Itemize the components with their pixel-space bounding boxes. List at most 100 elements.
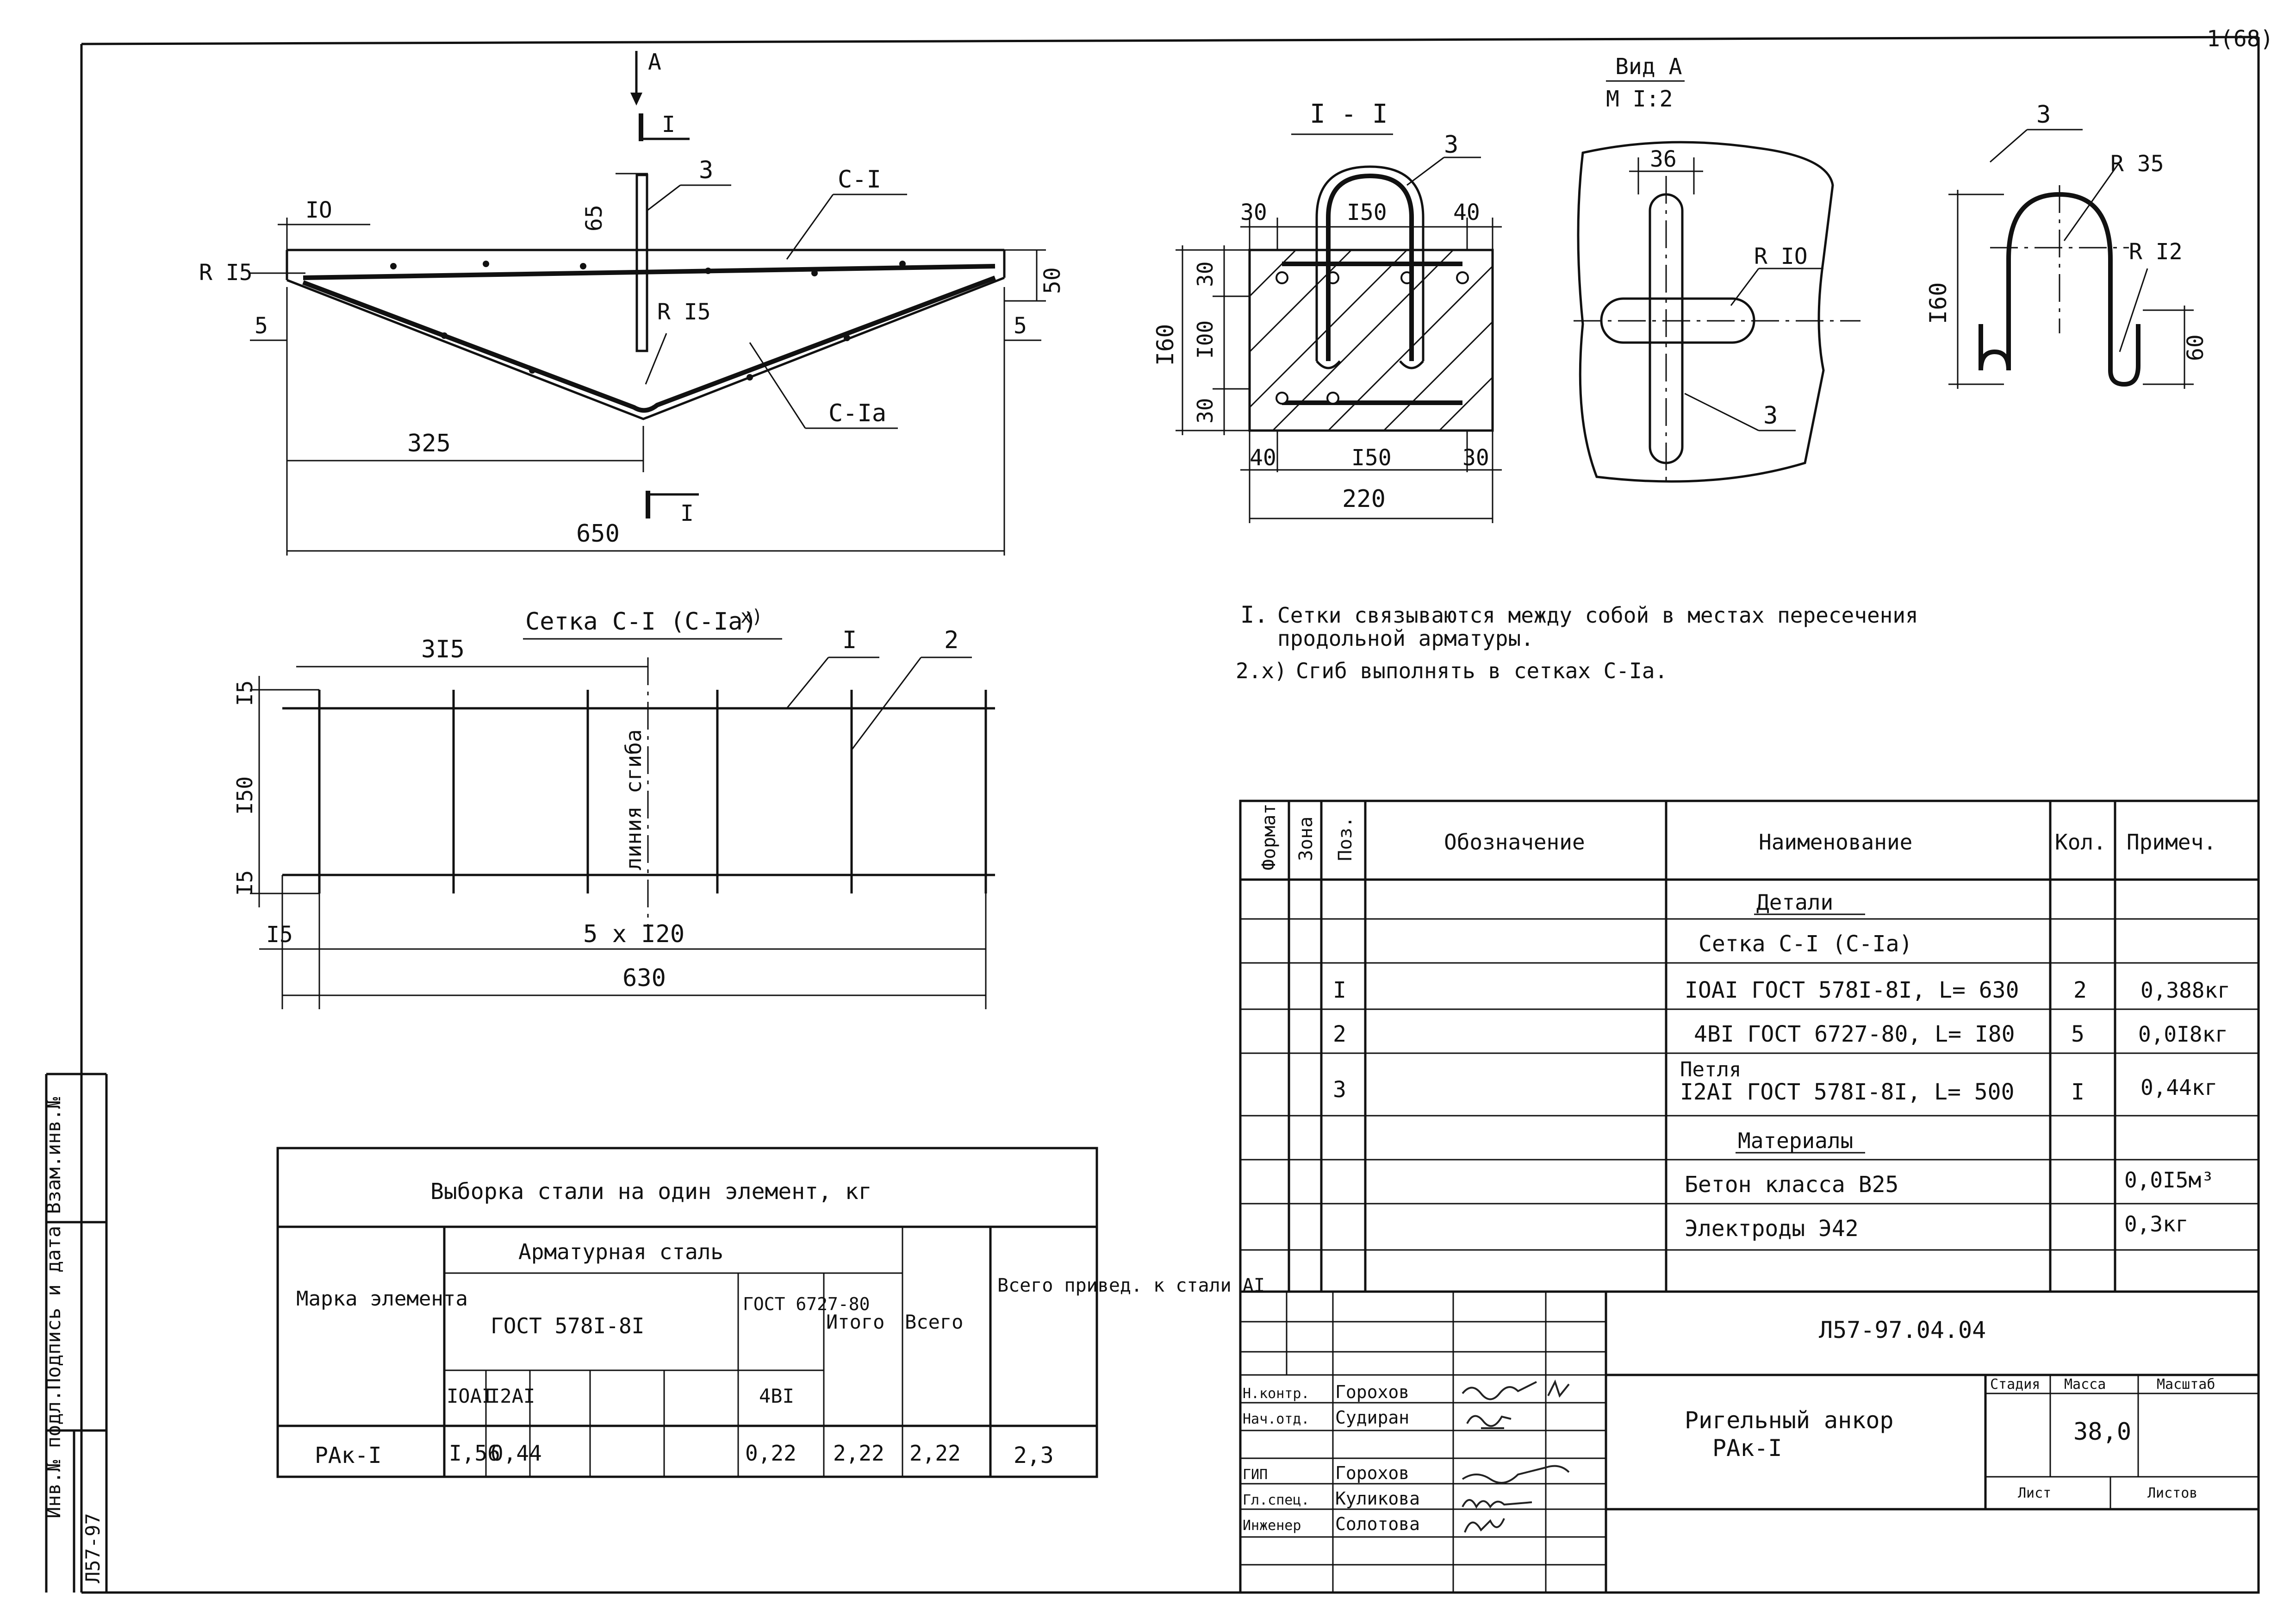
spec-header-qty: Кол. (2055, 830, 2106, 855)
steel-total-header: Всего привед. к стали AI (997, 1275, 1265, 1296)
side-stamp: Инв.№ подл.Подпись и дата Взам.инв.№ Л57… (42, 1073, 108, 1593)
title-name-2: РАк-I (1712, 1435, 1782, 1462)
loop-pos-3: 3 (2036, 101, 2051, 129)
spec-row-5-name: Материалы (1738, 1128, 1853, 1153)
elevation-dim-10: IO (305, 197, 332, 223)
view-a-scale: М I:2 (1606, 86, 1673, 112)
person-name-1: Горохов (1335, 1382, 1409, 1402)
note-2-num: 2.x) (1236, 658, 1287, 683)
steel-row-total: 2,3 (1014, 1443, 1054, 1468)
spec-header-pos: Поз. (1335, 817, 1356, 861)
elevation-dim-50: 50 (1039, 267, 1065, 294)
spec-row-0-name: Детали (1756, 890, 1833, 915)
note-1-text-cont: продольной арматуры. (1277, 626, 1534, 651)
mesh-dim-15-top: I5 (232, 681, 257, 706)
spec-row-3-name: 4BI ГОСТ 6727-80, L= I80 (1694, 1021, 2015, 1047)
sheet-number: 1(68) (2207, 26, 2274, 52)
person-role-5: Инженер (1243, 1518, 1301, 1534)
signatures (1462, 1379, 1570, 1533)
title-name-1: Ригельный анкор (1685, 1407, 1894, 1434)
steel-vsego-header: Всего (905, 1311, 963, 1333)
steel-row-itogo: 2,22 (833, 1441, 884, 1466)
steel-itogo-header: Итого (826, 1311, 884, 1333)
elevation-radius-center: R I5 (657, 299, 711, 325)
anchor-elevation: A I I 3 С-I С-Iа R I5 (199, 49, 1065, 556)
section-bottom-dim-2: I50 (1351, 445, 1392, 471)
spec-row-2-note: 0,388кг (2140, 978, 2230, 1003)
mesh-dim-spacing: 5 x I20 (583, 920, 684, 948)
view-a-arrow-label: A (648, 49, 661, 75)
note-2-text: Сгиб выполнять в сетках С-Iа. (1296, 658, 1668, 683)
person-role-1: Н.контр. (1243, 1386, 1310, 1402)
steel-row-brand: РАк-I (315, 1443, 382, 1468)
steel-gost1: ГОСТ 578I-8I (491, 1313, 644, 1338)
mesh-dim-15-left: I5 (266, 922, 293, 948)
spec-row-7-note: 0,3кг (2124, 1212, 2188, 1237)
spec-row-4-name: Петля (1680, 1058, 1741, 1081)
spec-row-4-pos: 3 (1333, 1077, 1346, 1103)
spec-row-1-name: Сетка С-I (С-Iа) (1699, 931, 1912, 957)
spec-row-3-note: 0,0I8кг (2138, 1022, 2228, 1047)
elevation-dim-5-left: 5 (255, 313, 268, 339)
section-top-dim-1: 30 (1240, 200, 1267, 225)
loop-inner-radius: R I2 (2129, 239, 2183, 265)
steel-gost2: ГОСТ 6727-80 (743, 1294, 870, 1314)
section-width-dim: 220 (1342, 485, 1386, 513)
elevation-dim-65: 65 (581, 205, 607, 231)
spec-header-note: Примеч. (2127, 830, 2216, 855)
elevation-radius-left: R I5 (199, 260, 253, 286)
mesh-dim-630: 630 (622, 964, 666, 992)
spec-row-6-note: 0,0I5м³ (2124, 1168, 2214, 1193)
person-role-4: Гл.спец. (1243, 1492, 1310, 1508)
view-a-pos-3: 3 (1763, 402, 1778, 430)
notes: I. Сетки связываются между собой в места… (1236, 601, 1918, 683)
spec-header-name: Наименование (1759, 830, 1912, 855)
view-a-width-dim: 36 (1650, 146, 1677, 172)
spec-row-3-pos: 2 (1333, 1021, 1346, 1047)
section-height-dim: I60 (1152, 324, 1179, 366)
title-scale-header: Масштаб (2157, 1376, 2215, 1393)
note-1-text: Сетки связываются между собой в местах п… (1277, 603, 1918, 628)
person-name-4: Куликова (1335, 1488, 1420, 1509)
section-pos-3: 3 (1444, 131, 1458, 159)
loop-detail: 3 R 35 R I2 I60 60 (1925, 101, 2209, 389)
person-role-2: Нач.отд. (1243, 1411, 1310, 1427)
title-sheet-header: Лист (2018, 1485, 2051, 1501)
person-name-2: Судиран (1335, 1407, 1409, 1428)
mesh-title: Сетка С-I (С-Iа) (525, 608, 757, 636)
section-i-i: I - I 3 30 I50 40 (1152, 99, 1502, 523)
spec-row-6-name: Бетон класса В25 (1685, 1172, 1898, 1198)
spec-row-2-qty: 2 (2073, 977, 2087, 1003)
elevation-mesh-c1a: С-Iа (828, 400, 886, 427)
section-top-dim-2: I50 (1347, 200, 1387, 225)
title-block: Л57-97.04.04 Ригельный анкор РАк-I Стади… (1239, 1290, 2260, 1594)
spec-row-2-name: IOAI ГОСТ 578I-8I, L= 630 (1685, 977, 2019, 1003)
steel-row-vsego: 2,22 (909, 1441, 961, 1466)
section-left-dim-1: 30 (1193, 262, 1218, 287)
view-a-radius: R IO (1754, 244, 1808, 269)
spec-header-format: Формат (1258, 804, 1280, 871)
sheet-frame: 1(68) (80, 26, 2274, 1594)
section-top-dim-3: 40 (1453, 200, 1480, 225)
steel-row-v1: I,56 (449, 1441, 500, 1466)
elevation-pos-3: 3 (699, 156, 713, 184)
mesh-dim-150: I50 (232, 776, 257, 815)
spec-row-7-name: Электроды Э42 (1685, 1216, 1859, 1242)
view-a-title: Вид А (1615, 54, 1682, 80)
steel-table: Выборка стали на один элемент, кг Марка … (276, 1147, 1265, 1478)
side-stamp-code: Л57-97 (81, 1513, 104, 1583)
section-bottom-dim-3: 30 (1462, 445, 1489, 471)
mesh-pos-1: I (842, 626, 857, 654)
steel-sub-1: IOAI (447, 1385, 493, 1407)
spec-table: Формат Зона Поз. Обозначение Наименовани… (1239, 800, 2260, 1293)
mesh-pos-2: 2 (944, 626, 958, 654)
side-stamp-label: Инв.№ подл.Подпись и дата Взам.инв.№ (42, 1097, 65, 1518)
section-left-dim-2: I00 (1193, 320, 1218, 359)
loop-outer-radius: R 35 (2110, 151, 2164, 177)
steel-rebar-header: Арматурная сталь (518, 1239, 723, 1264)
elevation-dim-5-right: 5 (1014, 313, 1027, 339)
mesh-cross-bars (318, 690, 987, 893)
person-name-3: Горохов (1335, 1463, 1409, 1483)
spec-row-4-qty: I (2071, 1079, 2084, 1105)
spec-row-3-qty: 5 (2071, 1021, 2084, 1047)
